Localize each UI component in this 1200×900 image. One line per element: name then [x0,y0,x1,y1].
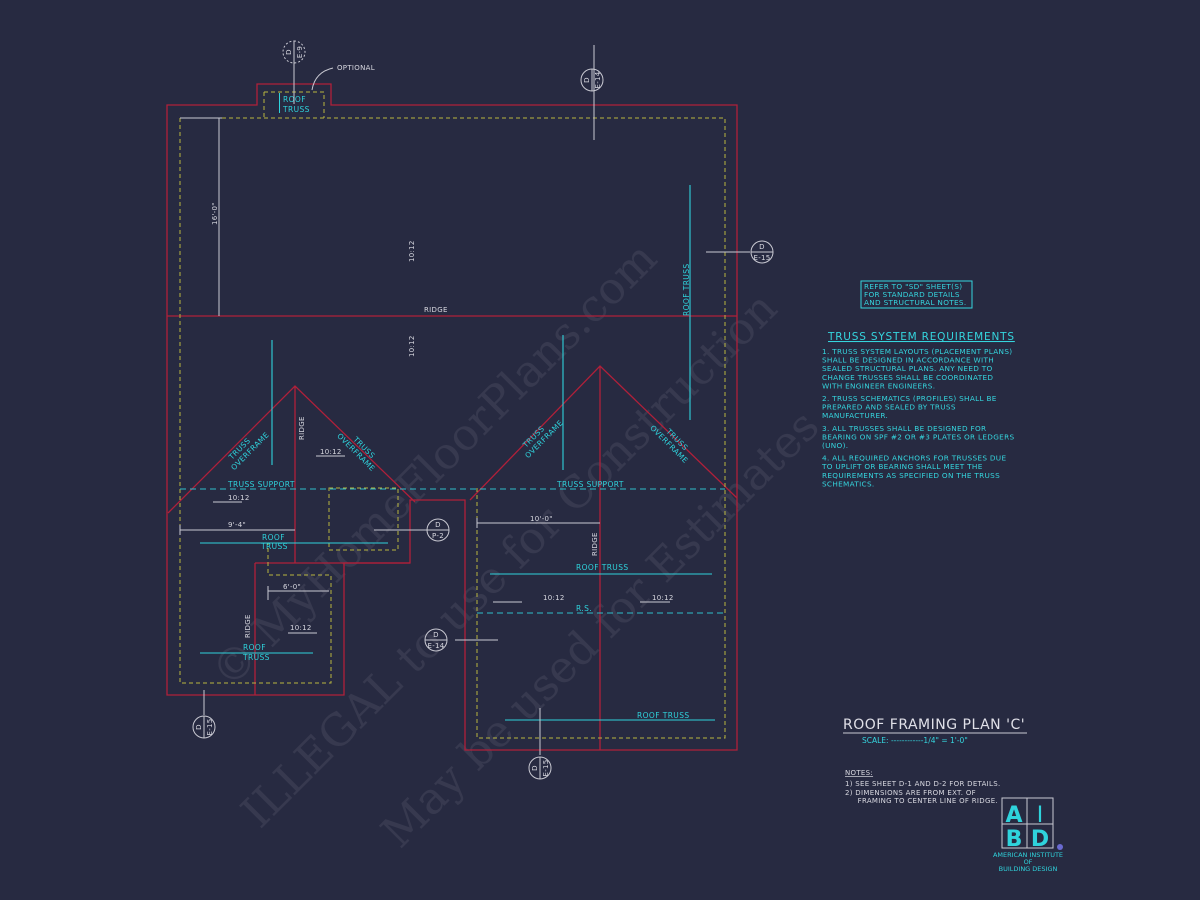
note-line: FRAMING TO CENTER LINE OF RIDGE. [845,797,998,805]
label-roof-truss: ROOF TRUSS [682,263,691,316]
dim-9ft-4in: 9'-4" [228,521,246,529]
requirement-line: WITH ENGINEER ENGINEERS. [822,381,935,390]
svg-text:BUILDING DESIGN: BUILDING DESIGN [999,865,1058,873]
label-ridge: RIDGE [591,532,599,556]
requirement-line: (UNO). [822,441,848,450]
label-roof: ROOF [262,533,285,542]
svg-text:E-14: E-14 [427,642,444,650]
svg-text:D: D [433,631,439,639]
refer-box: REFER TO "SD" SHEET(S) FOR STANDARD DETA… [860,280,973,309]
requirement-line: 1. TRUSS SYSTEM LAYOUTS (PLACEMENT PLANS… [822,347,1012,356]
aibd-logo: A I B D AMERICAN INSTITUTE OF BUILDING D… [993,797,1063,873]
svg-text:E-15: E-15 [542,759,550,776]
svg-text:OF: OF [1024,858,1033,866]
requirement-line: 3. ALL TRUSSES SHALL BE DESIGNED FOR [822,424,986,433]
plan-scale: SCALE: ------------1/4" = 1'-0" [862,736,968,745]
requirement-line: MANUFACTURER. [822,411,888,420]
requirement-line: REQUIREMENTS AS SPECIFIED ON THE TRUSS [822,471,1000,480]
requirement-line: 2. TRUSS SCHEMATICS (PROFILES) SHALL BE [822,394,997,403]
pitch-label: 10:12 [320,448,342,456]
note-line: 2) DIMENSIONS ARE FROM EXT. OF [845,789,976,797]
requirement-line: SCHEMATICS. [822,479,875,488]
svg-text:E-9: E-9 [296,46,304,58]
svg-text:D: D [531,765,539,771]
label-truss: TRUSS [282,105,310,114]
pitch-label: 10:12 [408,240,416,262]
label-optional: OPTIONAL [337,64,375,72]
dim-10ft: 10'-0" [530,515,553,523]
label-truss-support: TRUSS SUPPORT [556,480,624,489]
svg-text:D: D [759,243,765,251]
svg-text:AND STRUCTURAL NOTES.: AND STRUCTURAL NOTES. [864,298,966,307]
svg-text:AMERICAN INSTITUTE: AMERICAN INSTITUTE [993,851,1063,859]
callout-bubble[interactable]: D E-14 [424,628,448,652]
label-roof-truss: ROOF TRUSS [576,563,629,572]
wall-lines [179,91,726,739]
svg-text:E-15: E-15 [753,254,770,262]
svg-text:FOR STANDARD DETAILS: FOR STANDARD DETAILS [864,290,960,299]
notes-heading: NOTES: [845,769,873,777]
label-ridge: RIDGE [298,416,306,440]
requirement-line: PREPARED AND SEALED BY TRUSS [822,403,956,412]
callout-bubble[interactable]: D E-15 [750,240,774,264]
svg-text:I: I [1037,803,1044,828]
pitch-label: 10:12 [290,624,312,632]
pitch-label: 10:12 [543,594,565,602]
requirement-line: TO UPLIFT OR BEARING SHALL MEET THE [821,462,983,471]
label-truss-support: TRUSS SUPPORT [227,480,295,489]
label-roof-truss: ROOF TRUSS [637,711,690,720]
requirements-heading: TRUSS SYSTEM REQUIREMENTS [827,331,1015,343]
requirement-line: CHANGE TRUSSES SHALL BE COORDINATED [822,373,993,382]
svg-text:B: B [1006,827,1023,852]
svg-text:D: D [285,49,293,55]
dim-6ft: 6'-0" [283,583,301,591]
plan-title: ROOF FRAMING PLAN 'C' [843,717,1025,733]
title-block: ROOF FRAMING PLAN 'C' SCALE: -----------… [843,717,1027,805]
svg-text:P-2: P-2 [432,532,444,540]
label-truss: TRUSS [260,542,288,551]
dim-16ft: 16'-0" [211,202,219,225]
svg-text:REFER TO "SD" SHEET(S): REFER TO "SD" SHEET(S) [864,282,962,291]
label-truss: TRUSS [242,653,270,662]
svg-text:E-14: E-14 [594,71,602,88]
svg-text:E-15: E-15 [206,718,214,735]
requirement-line: BEARING ON SPF #2 OR #3 PLATES OR LEDGER… [822,432,1014,441]
callout-bubble[interactable]: D P-2 [426,518,450,542]
requirement-line: SHALL BE DESIGNED IN ACCORDANCE WITH [822,356,994,365]
label-roof: ROOF [243,643,266,652]
truss-requirements: TRUSS SYSTEM REQUIREMENTS 1. TRUSS SYSTE… [821,331,1015,488]
svg-text:D: D [583,77,591,83]
pitch-label: 10:12 [652,594,674,602]
label-rs: R.S. [576,604,592,613]
svg-text:D: D [195,724,203,730]
label-ridge: RIDGE [244,614,252,638]
requirement-line: 4. ALL REQUIRED ANCHORS FOR TRUSSES DUE [822,454,1006,463]
svg-text:A: A [1005,803,1022,828]
svg-text:D: D [1031,827,1049,852]
note-line: 1) SEE SHEET D-1 AND D-2 FOR DETAILS. [845,780,1001,788]
label-ridge: RIDGE [424,306,448,314]
watermarks: © MyHomeFloorPlans.com ILLEGAL to use fo… [202,233,829,858]
dimensions: 16'-0" 9'-4" 6'-0" 10'-0" RIDGE RIDGE RI… [179,45,750,755]
svg-text:D: D [435,521,441,529]
requirement-line: SEALED STRUCTURAL PLANS. ANY NEED TO [822,364,993,373]
pitch-label: 10:12 [408,335,416,357]
pitch-label: 10:12 [228,494,250,502]
